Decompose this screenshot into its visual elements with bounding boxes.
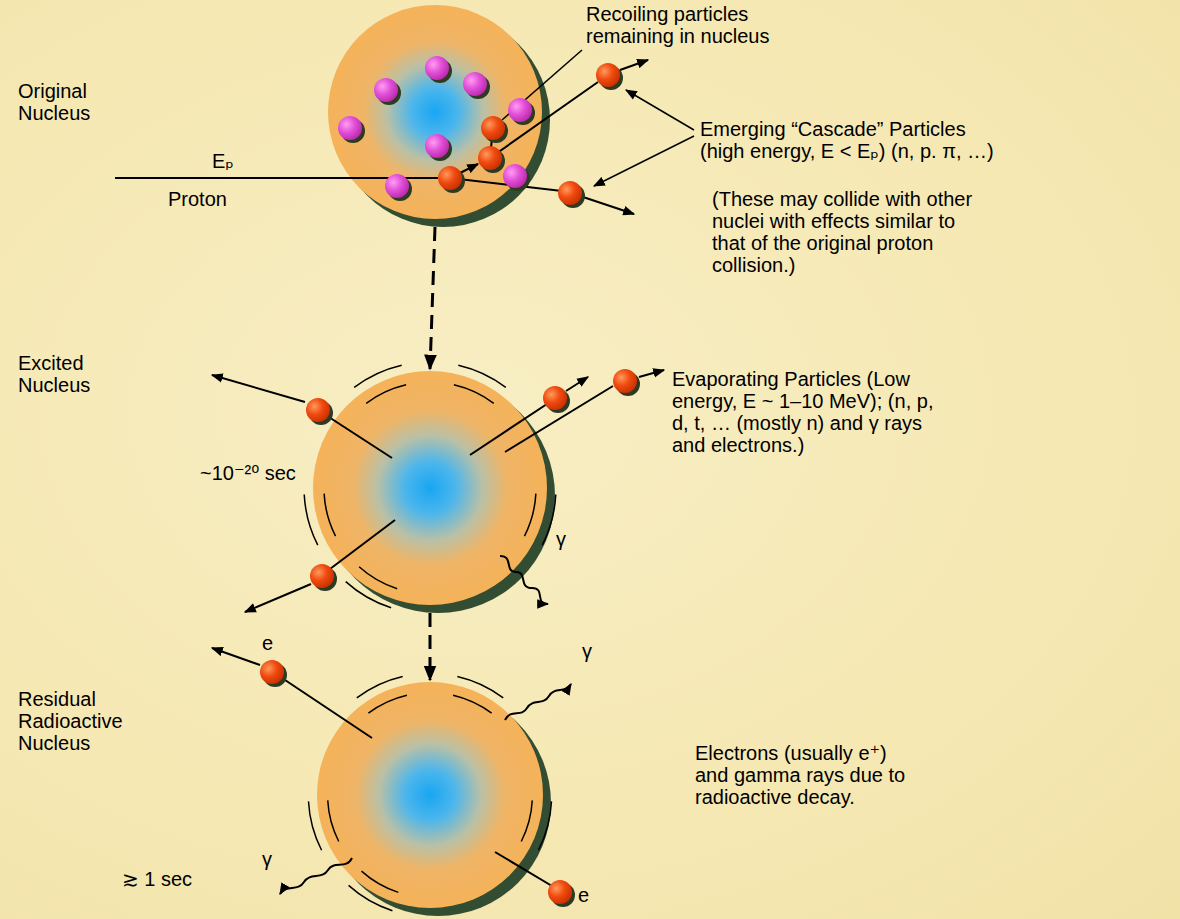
art-line bbox=[639, 370, 664, 377]
leader-line bbox=[626, 90, 694, 130]
nucleus-circle bbox=[313, 371, 557, 615]
art-use bbox=[306, 398, 333, 425]
nucleus-body bbox=[313, 371, 547, 605]
art-line bbox=[566, 377, 588, 391]
particle-name: Proton bbox=[168, 188, 227, 210]
art-use bbox=[558, 181, 585, 208]
gamma-wave bbox=[505, 684, 571, 720]
nucleus-circle bbox=[328, 5, 552, 229]
art-use bbox=[260, 660, 287, 687]
art-use bbox=[613, 369, 640, 396]
art-use bbox=[310, 564, 337, 591]
nucleus-node: Original Nucleus bbox=[328, 5, 542, 219]
art-line bbox=[245, 584, 311, 612]
gamma-symbol: γ bbox=[556, 528, 566, 550]
process-arrow bbox=[430, 227, 435, 369]
callout-note: Electrons (usually e⁺) and gamma rays du… bbox=[695, 742, 923, 808]
art-line bbox=[212, 648, 260, 665]
nucleus-heading: Excited Nucleus bbox=[18, 352, 138, 396]
callout-note: Recoiling particles remaining in nucleus bbox=[586, 3, 791, 47]
energy-symbol: Eₚ bbox=[212, 150, 234, 172]
callout-note: Evaporating Particles (Low energy, E ~ 1… bbox=[672, 368, 940, 456]
art-use bbox=[596, 63, 623, 90]
electron-symbol: e bbox=[578, 884, 589, 906]
time-label: ≳ 1 sec bbox=[122, 868, 192, 890]
gamma-symbol: γ bbox=[582, 640, 592, 662]
nucleus-circle bbox=[317, 682, 553, 918]
nucleus-heading: Residual Radioactive Nucleus bbox=[18, 688, 146, 754]
nucleus-body bbox=[328, 5, 542, 219]
callout-note: (These may collide with other nuclei wit… bbox=[712, 188, 982, 276]
particle-track bbox=[620, 60, 648, 70]
excited-stage bbox=[212, 363, 664, 612]
nucleus-heading: Original Nucleus bbox=[18, 80, 138, 124]
art-line bbox=[212, 375, 305, 402]
nucleus-node: Residual Radioactive Nucleus bbox=[317, 682, 543, 908]
gamma-symbol: γ bbox=[262, 848, 272, 870]
time-label: ~10⁻²⁰ sec bbox=[200, 462, 296, 484]
art-use bbox=[548, 880, 575, 907]
process-arrow bbox=[429, 613, 432, 680]
callout-note: Emerging “Cascade” Particles (high energ… bbox=[700, 118, 1013, 162]
nucleus-body bbox=[317, 682, 543, 908]
leader-line bbox=[594, 136, 694, 186]
electron-symbol: e bbox=[262, 632, 273, 654]
nucleus-node: Excited Nucleus bbox=[313, 371, 547, 605]
art-use bbox=[543, 386, 570, 413]
particle-track bbox=[583, 197, 634, 214]
